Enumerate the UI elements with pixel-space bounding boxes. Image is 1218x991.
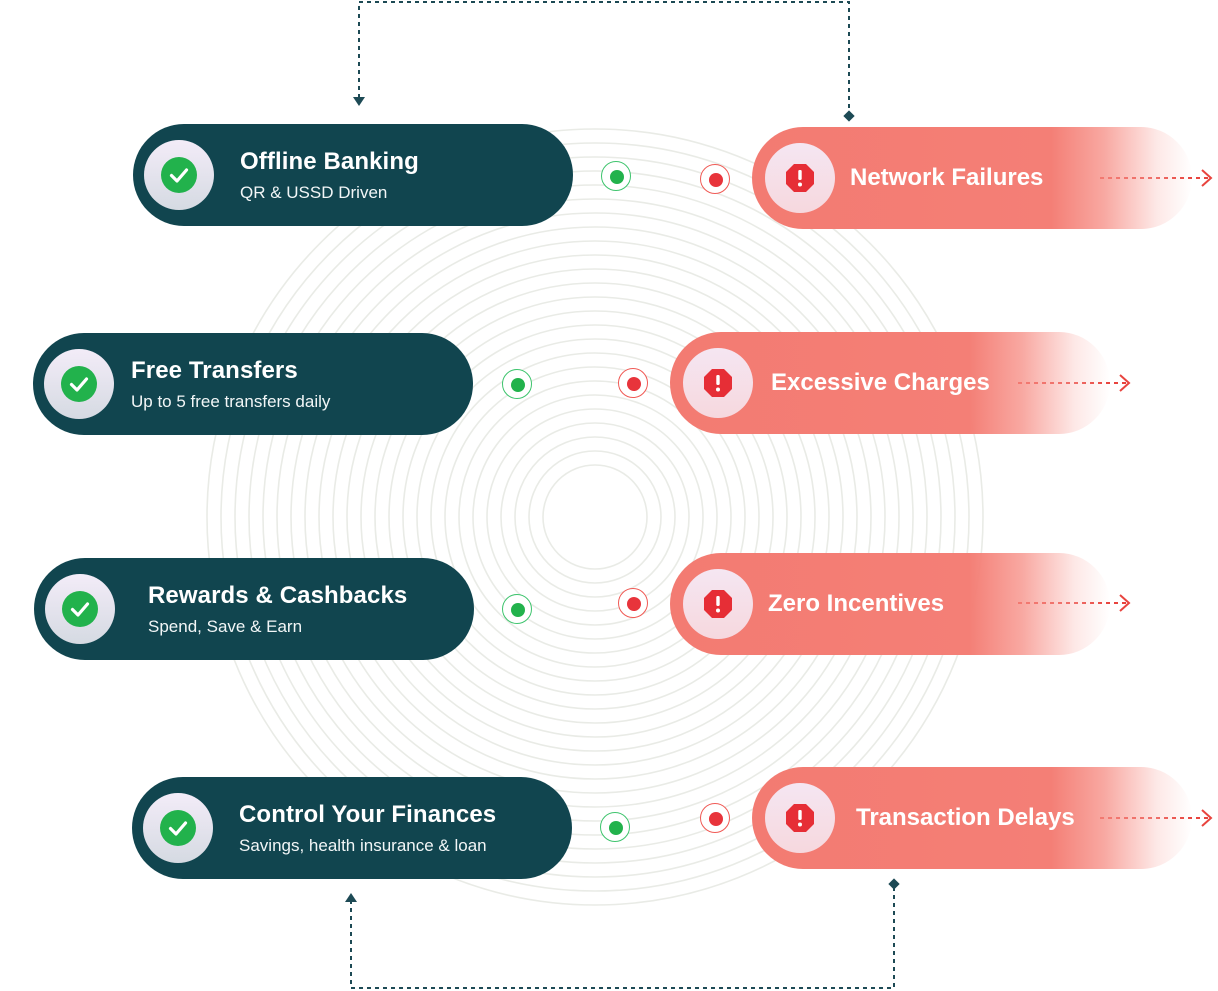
top-connector bbox=[358, 1, 850, 112]
ring bbox=[528, 450, 662, 584]
ring bbox=[360, 282, 830, 752]
ring bbox=[248, 170, 942, 864]
ring bbox=[402, 324, 788, 710]
benefit-subtitle: Savings, health insurance & loan bbox=[239, 836, 487, 855]
ring bbox=[374, 296, 816, 738]
problem-title: Zero Incentives bbox=[768, 590, 945, 617]
ring bbox=[220, 142, 970, 892]
benefit-title: Offline Banking bbox=[240, 148, 419, 175]
check-circle-icon bbox=[160, 810, 196, 846]
problem-badge bbox=[765, 143, 835, 213]
danger-dot bbox=[700, 164, 730, 194]
concentric-rings bbox=[206, 128, 984, 906]
problem-card-network-failures: Network Failures bbox=[752, 127, 1192, 229]
check-circle-icon bbox=[61, 366, 97, 402]
danger-dot bbox=[700, 803, 730, 833]
problem-card-zero-incentives: Zero Incentives bbox=[670, 553, 1110, 655]
ring bbox=[290, 212, 900, 822]
problem-title: Excessive Charges bbox=[771, 369, 990, 396]
alert-octagon-icon bbox=[786, 164, 814, 192]
ring bbox=[318, 240, 872, 794]
ring bbox=[458, 380, 732, 654]
danger-dot bbox=[618, 588, 648, 618]
benefit-title: Control Your Finances bbox=[239, 801, 497, 828]
ring bbox=[500, 422, 690, 612]
ring bbox=[388, 310, 802, 724]
alert-octagon-icon bbox=[704, 590, 732, 618]
alert-octagon-icon bbox=[786, 804, 814, 832]
problem-title: Network Failures bbox=[850, 164, 1044, 191]
ring bbox=[444, 366, 746, 668]
ring bbox=[472, 394, 718, 640]
benefit-badge bbox=[45, 574, 115, 644]
check-circle-icon bbox=[62, 591, 98, 627]
ring bbox=[416, 338, 774, 696]
success-dot bbox=[502, 594, 532, 624]
top-connector-arrowhead bbox=[353, 97, 365, 106]
benefit-badge bbox=[44, 349, 114, 419]
ring bbox=[206, 128, 984, 906]
benefit-card-free-transfers: Free Transfers Up to 5 free transfers da… bbox=[33, 333, 473, 435]
top-connector-diamond bbox=[843, 110, 855, 122]
ring bbox=[542, 464, 648, 570]
ring bbox=[262, 184, 928, 850]
bottom-connector-diamond bbox=[888, 878, 900, 890]
problem-badge bbox=[683, 348, 753, 418]
success-dot bbox=[600, 812, 630, 842]
problem-arrows bbox=[1018, 169, 1213, 827]
check-circle-icon bbox=[161, 157, 197, 193]
benefit-title: Rewards & Cashbacks bbox=[148, 582, 408, 609]
ring bbox=[430, 352, 760, 682]
benefit-badge bbox=[143, 793, 213, 863]
benefit-subtitle: Spend, Save & Earn bbox=[148, 617, 303, 636]
success-dot bbox=[502, 369, 532, 399]
benefit-badge bbox=[144, 140, 214, 210]
bottom-connector-arrowhead bbox=[345, 893, 357, 902]
problem-card-transaction-delays: Transaction Delays bbox=[752, 767, 1192, 869]
benefit-subtitle: Up to 5 free transfers daily bbox=[131, 392, 331, 411]
problem-badge bbox=[683, 569, 753, 639]
bottom-connector bbox=[350, 888, 895, 989]
benefit-card-rewards-cashbacks: Rewards & Cashbacks Spend, Save & Earn bbox=[34, 558, 474, 660]
ring bbox=[486, 408, 704, 626]
benefit-title: Free Transfers bbox=[131, 357, 298, 384]
ring bbox=[332, 254, 858, 780]
ring bbox=[346, 268, 844, 766]
ring bbox=[514, 436, 676, 598]
ring bbox=[234, 156, 956, 878]
benefit-card-offline-banking: Offline Banking QR & USSD Driven bbox=[133, 124, 573, 226]
alert-octagon-icon bbox=[704, 369, 732, 397]
success-dot bbox=[601, 161, 631, 191]
problem-title: Transaction Delays bbox=[856, 804, 1075, 831]
benefit-card-control-finances: Control Your Finances Savings, health in… bbox=[132, 777, 572, 879]
danger-dot bbox=[618, 368, 648, 398]
benefit-subtitle: QR & USSD Driven bbox=[240, 183, 388, 202]
problem-card-excessive-charges: Excessive Charges bbox=[670, 332, 1110, 434]
ring bbox=[276, 198, 914, 836]
ring bbox=[304, 226, 886, 808]
problem-badge bbox=[765, 783, 835, 853]
